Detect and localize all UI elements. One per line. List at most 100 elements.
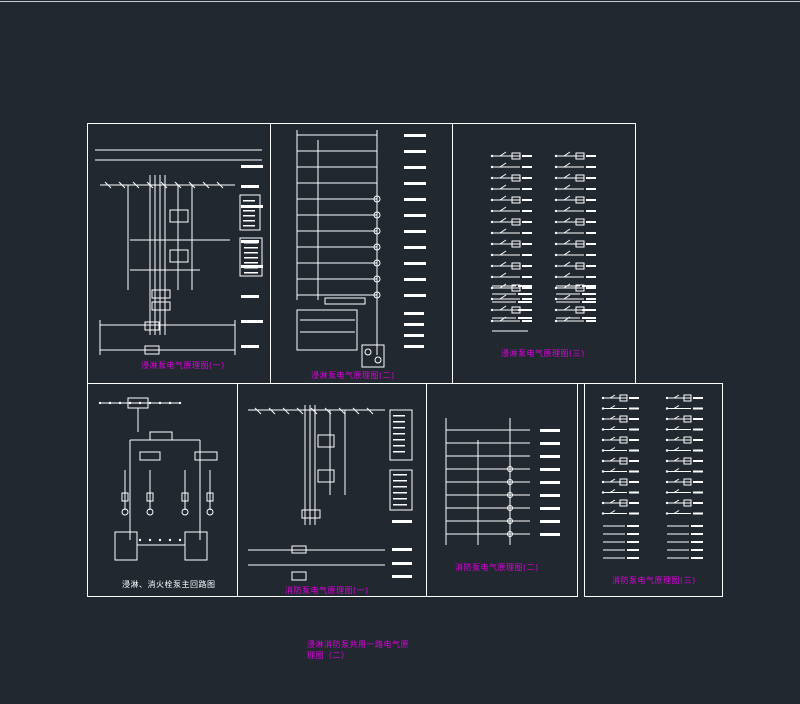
node-dot — [98, 401, 102, 405]
component-box — [324, 297, 366, 305]
terminal-block — [522, 177, 532, 179]
node-dot — [554, 264, 558, 268]
node-dot — [490, 187, 494, 191]
wire — [499, 151, 507, 157]
wire — [673, 499, 680, 504]
terminal-block — [404, 246, 426, 249]
component-box — [575, 196, 585, 204]
wire — [563, 250, 571, 256]
terminal-block — [393, 474, 407, 476]
node-dot — [554, 154, 558, 158]
node-dot — [601, 396, 605, 400]
wire — [499, 195, 507, 201]
terminal-block — [522, 298, 532, 300]
wire — [673, 426, 680, 430]
node-dot — [490, 308, 494, 312]
component-box — [291, 545, 307, 554]
component-box — [296, 309, 358, 351]
wire — [216, 181, 224, 189]
node-dot — [554, 198, 558, 202]
terminal-block — [586, 298, 596, 300]
component-box — [575, 218, 585, 226]
terminal-block — [404, 230, 426, 233]
wire — [563, 162, 571, 168]
node-dot — [601, 491, 605, 494]
terminal-block — [540, 455, 560, 458]
node-dot — [601, 407, 605, 410]
terminal-block — [627, 525, 639, 527]
terminal-block — [393, 451, 405, 453]
component-box — [389, 409, 413, 461]
sheet-3-title: 浸淋泵电气原理图(三) — [501, 349, 585, 358]
wire — [563, 184, 571, 190]
terminal-block — [582, 285, 596, 287]
node-dot — [601, 417, 605, 421]
node-dot — [601, 438, 605, 442]
component-box — [683, 457, 692, 465]
indicator-lamp — [507, 479, 513, 485]
wire — [499, 239, 507, 245]
wire — [499, 294, 507, 300]
terminal-block — [522, 166, 532, 168]
terminal-block — [629, 407, 639, 410]
component-box — [194, 451, 218, 461]
node-dot — [554, 253, 558, 257]
terminal-block — [404, 150, 426, 153]
terminal-block — [691, 541, 703, 543]
wire — [609, 457, 616, 462]
node-dot — [168, 538, 172, 542]
wire — [160, 181, 168, 189]
terminal-block — [540, 481, 560, 484]
component-box — [683, 478, 692, 486]
terminal-block — [518, 317, 532, 319]
node-dot — [665, 407, 669, 410]
terminal-block — [627, 541, 639, 543]
terminal-block — [627, 533, 639, 535]
terminal-block — [522, 155, 532, 157]
node-dot — [148, 538, 152, 542]
terminal-block — [629, 449, 639, 452]
terminal-block — [522, 265, 532, 267]
node-dot — [118, 401, 122, 405]
wire — [366, 407, 374, 415]
terminal-block — [241, 265, 263, 268]
indicator-lamp — [373, 211, 381, 219]
component-box — [361, 344, 385, 368]
node-dot — [554, 209, 558, 213]
terminal-block — [629, 470, 639, 473]
terminal-block — [522, 287, 532, 289]
wire — [673, 447, 680, 451]
wire — [118, 181, 126, 189]
wire — [338, 407, 346, 415]
terminal-block — [693, 439, 703, 441]
component-box — [511, 284, 521, 292]
node-dot — [665, 470, 669, 473]
terminal-block — [518, 309, 532, 311]
wire — [499, 272, 507, 278]
node-dot — [490, 286, 494, 290]
node-dot — [601, 459, 605, 463]
terminal-block — [244, 267, 258, 269]
terminal-block — [586, 221, 596, 223]
terminal-block — [393, 415, 405, 417]
wire — [563, 217, 571, 223]
component-box — [575, 152, 585, 160]
terminal-block — [243, 220, 255, 222]
component-box — [575, 240, 585, 248]
terminal-block — [586, 210, 596, 212]
terminal-block — [404, 182, 426, 185]
terminal-block — [693, 407, 703, 410]
node-dot — [665, 428, 669, 431]
wire — [673, 405, 680, 409]
terminal-block — [518, 293, 532, 295]
node-dot — [554, 187, 558, 191]
component-box — [144, 345, 160, 355]
component-box — [619, 457, 628, 465]
node-dot — [665, 501, 669, 505]
wire — [132, 181, 140, 189]
terminal-block — [693, 502, 703, 504]
wire — [609, 426, 616, 430]
terminal-block — [522, 243, 532, 245]
component-box — [291, 571, 307, 581]
